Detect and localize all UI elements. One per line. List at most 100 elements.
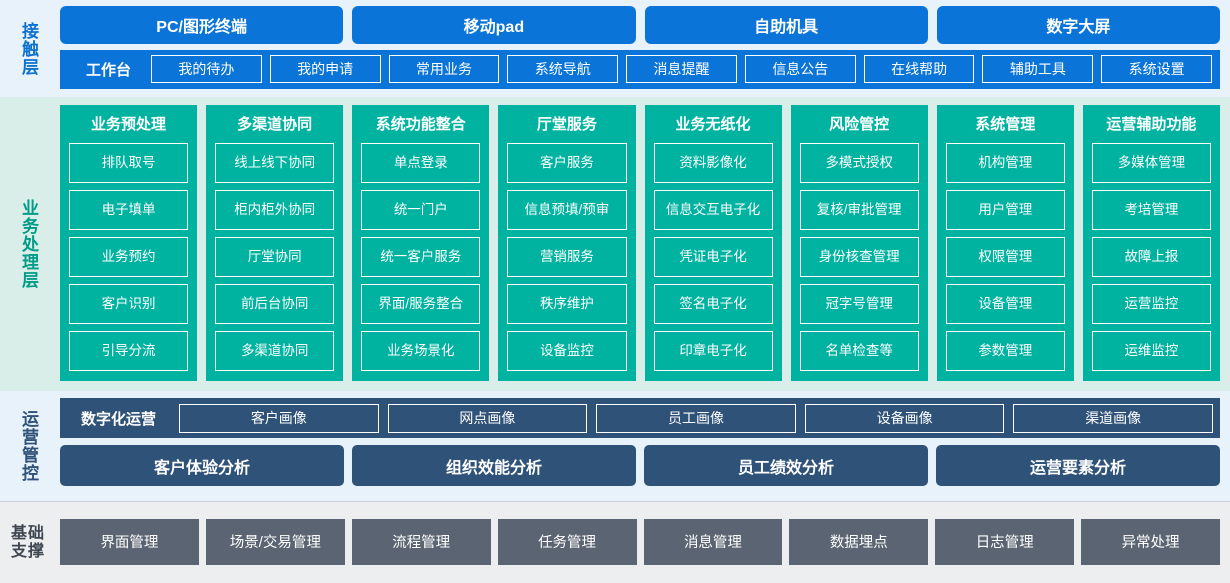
- biz-item-info-prefill-prereview[interactable]: 信息预填/预审: [507, 190, 627, 230]
- foundation-item-log-management[interactable]: 日志管理: [935, 518, 1075, 565]
- layer-label-operations-control: 运营管控: [19, 410, 39, 482]
- column-items: 排队取号 电子填单 业务预约 客户识别 引导分流: [69, 143, 189, 371]
- biz-item-business-scenarioization[interactable]: 业务场景化: [361, 331, 481, 371]
- workbench-item-common-business[interactable]: 常用业务: [388, 55, 500, 84]
- biz-item-serial-number-management[interactable]: 冠字号管理: [799, 284, 919, 324]
- workbench-item-auxiliary-tools[interactable]: 辅助工具: [982, 55, 1094, 84]
- business-column-operation-support: 运营辅助功能 多媒体管理 考培管理 故障上报 运营监控 运维监控: [1082, 105, 1220, 381]
- business-column-multichannel-collaboration: 多渠道协同 线上线下协同 柜内柜外协同 厅堂协同 前后台协同 多渠道协同: [206, 105, 344, 381]
- biz-item-organization-management[interactable]: 机构管理: [945, 143, 1065, 183]
- biz-item-queue-number[interactable]: 排队取号: [69, 143, 189, 183]
- column-title: 风险管控: [829, 116, 890, 133]
- biz-item-parameter-management[interactable]: 参数管理: [945, 331, 1065, 371]
- workbench-item-system-navigation[interactable]: 系统导航: [507, 55, 619, 84]
- biz-item-maintenance-monitoring[interactable]: 运维监控: [1091, 331, 1211, 371]
- column-items: 单点登录 统一门户 统一客户服务 界面/服务整合 业务场景化: [361, 143, 481, 371]
- biz-item-fault-reporting[interactable]: 故障上报: [1091, 237, 1211, 277]
- portrait-employee[interactable]: 员工画像: [596, 403, 796, 433]
- biz-item-guidance-diversion[interactable]: 引导分流: [69, 331, 189, 371]
- biz-item-equipment-monitoring[interactable]: 设备监控: [507, 331, 627, 371]
- biz-item-voucher-electronic[interactable]: 凭证电子化: [653, 237, 773, 277]
- biz-item-customer-service[interactable]: 客户服务: [507, 143, 627, 183]
- workbench-item-system-settings[interactable]: 系统设置: [1101, 55, 1213, 84]
- foundation-item-scenario-transaction-management[interactable]: 场景/交易管理: [205, 518, 345, 565]
- biz-item-training-management[interactable]: 考培管理: [1091, 190, 1211, 230]
- workbench-row: 工作台 我的待办 我的申请 常用业务 系统导航 消息提醒 信息公告 在线帮助 辅…: [60, 49, 1220, 89]
- biz-item-single-sign-on[interactable]: 单点登录: [361, 143, 481, 183]
- channel-digital-screen[interactable]: 数字大屏: [936, 6, 1220, 44]
- biz-item-device-management[interactable]: 设备管理: [945, 284, 1065, 324]
- portrait-customer[interactable]: 客户画像: [179, 403, 379, 433]
- column-items: 资料影像化 信息交互电子化 凭证电子化 签名电子化 印章电子化: [653, 143, 773, 371]
- column-title: 系统功能整合: [375, 116, 466, 133]
- foundation-label-line2: 支撑: [10, 542, 45, 560]
- layer-label-business-processing: 业务处理层: [19, 199, 39, 289]
- biz-item-multichannel-collab[interactable]: 多渠道协同: [215, 331, 335, 371]
- biz-item-inside-outside-counter-collab[interactable]: 柜内柜外协同: [215, 190, 335, 230]
- column-items: 多模式授权 复核/审批管理 身份核查管理 冠字号管理 名单检查等: [799, 143, 919, 371]
- portrait-channel[interactable]: 渠道画像: [1013, 403, 1213, 433]
- column-title: 多渠道协同: [237, 116, 313, 133]
- biz-item-unified-portal[interactable]: 统一门户: [361, 190, 481, 230]
- workbench-item-online-help[interactable]: 在线帮助: [863, 55, 975, 84]
- foundation-item-process-management[interactable]: 流程管理: [351, 518, 491, 565]
- channel-row: PC/图形终端 移动pad 自助机具 数字大屏: [60, 6, 1220, 44]
- biz-item-permission-management[interactable]: 权限管理: [945, 237, 1065, 277]
- biz-item-ui-service-integration[interactable]: 界面/服务整合: [361, 284, 481, 324]
- channel-pc[interactable]: PC/图形终端: [60, 6, 344, 44]
- analysis-row: 客户体验分析 组织效能分析 员工绩效分析 运营要素分析: [60, 445, 1220, 486]
- biz-item-info-exchange-electronic[interactable]: 信息交互电子化: [653, 190, 773, 230]
- column-items: 客户服务 信息预填/预审 营销服务 秩序维护 设备监控: [507, 143, 627, 371]
- analysis-operation-elements[interactable]: 运营要素分析: [936, 445, 1220, 486]
- business-columns: 业务预处理 排队取号 电子填单 业务预约 客户识别 引导分流 多渠道协同 线上线…: [60, 105, 1220, 381]
- biz-item-signature-electronic[interactable]: 签名电子化: [653, 284, 773, 324]
- biz-item-watchlist-check[interactable]: 名单检查等: [799, 331, 919, 371]
- foundation-item-exception-handling[interactable]: 异常处理: [1081, 518, 1220, 565]
- workbench-title: 工作台: [86, 61, 132, 79]
- biz-item-electronic-form[interactable]: 电子填单: [69, 190, 189, 230]
- layer-touch: 接触层 PC/图形终端 移动pad 自助机具 数字大屏 工作台 我的待办 我的申…: [0, 0, 1230, 97]
- biz-item-customer-identification[interactable]: 客户识别: [69, 284, 189, 324]
- biz-item-business-appointment[interactable]: 业务预约: [69, 237, 189, 277]
- analysis-employee-performance[interactable]: 员工绩效分析: [644, 445, 928, 486]
- portrait-branch[interactable]: 网点画像: [387, 403, 588, 433]
- touch-layer-body: PC/图形终端 移动pad 自助机具 数字大屏 工作台 我的待办 我的申请 常用…: [56, 0, 1230, 97]
- channel-self-service-machine[interactable]: 自助机具: [644, 6, 928, 44]
- foundation-item-data-tracking[interactable]: 数据埋点: [789, 518, 929, 565]
- biz-item-front-back-office-collab[interactable]: 前后台协同: [215, 284, 335, 324]
- column-title: 运营辅助功能: [1106, 116, 1197, 133]
- analysis-customer-experience[interactable]: 客户体验分析: [60, 445, 344, 486]
- layer-operations-control: 运营管控 数字化运营 客户画像 网点画像 员工画像 设备画像 渠道画像 客户体验…: [0, 391, 1230, 501]
- column-title: 业务无纸化: [675, 116, 751, 133]
- biz-item-multimode-authorization[interactable]: 多模式授权: [799, 143, 919, 183]
- biz-item-multimedia-management[interactable]: 多媒体管理: [1091, 143, 1211, 183]
- analysis-organizational-efficiency[interactable]: 组织效能分析: [352, 445, 636, 486]
- biz-item-review-approval-management[interactable]: 复核/审批管理: [799, 190, 919, 230]
- biz-item-marketing-service[interactable]: 营销服务: [507, 237, 627, 277]
- workbench-item-information-bulletin[interactable]: 信息公告: [744, 55, 856, 84]
- foundation-item-message-management[interactable]: 消息管理: [643, 518, 783, 565]
- business-column-system-management: 系统管理 机构管理 用户管理 权限管理 设备管理 参数管理: [936, 105, 1074, 381]
- foundation-item-ui-management[interactable]: 界面管理: [60, 518, 199, 565]
- biz-item-seal-electronic[interactable]: 印章电子化: [653, 331, 773, 371]
- foundation-layer-body: 界面管理 场景/交易管理 流程管理 任务管理 消息管理 数据埋点 日志管理 异常…: [56, 502, 1230, 583]
- foundation-item-task-management[interactable]: 任务管理: [497, 518, 637, 565]
- channel-mobile-pad[interactable]: 移动pad: [352, 6, 636, 44]
- workbench-item-my-todo[interactable]: 我的待办: [151, 55, 262, 84]
- biz-item-operation-monitoring[interactable]: 运营监控: [1091, 284, 1211, 324]
- biz-item-user-management[interactable]: 用户管理: [945, 190, 1065, 230]
- biz-item-document-imaging[interactable]: 资料影像化: [653, 143, 773, 183]
- business-column-system-function-integration: 系统功能整合 单点登录 统一门户 统一客户服务 界面/服务整合 业务场景化: [352, 105, 490, 381]
- workbench-item-my-application[interactable]: 我的申请: [269, 55, 381, 84]
- biz-item-order-maintenance[interactable]: 秩序维护: [507, 284, 627, 324]
- workbench-item-message-reminder[interactable]: 消息提醒: [626, 55, 737, 84]
- portrait-device[interactable]: 设备画像: [804, 403, 1005, 433]
- foundation-label-line1: 基础: [10, 524, 45, 542]
- business-column-preprocessing: 业务预处理 排队取号 电子填单 业务预约 客户识别 引导分流: [60, 105, 198, 381]
- biz-item-lobby-collab[interactable]: 厅堂协同: [215, 237, 335, 277]
- column-items: 线上线下协同 柜内柜外协同 厅堂协同 前后台协同 多渠道协同: [215, 143, 335, 371]
- column-title: 系统管理: [975, 116, 1036, 133]
- biz-item-online-offline-collab[interactable]: 线上线下协同: [215, 143, 335, 183]
- biz-item-identity-verification-management[interactable]: 身份核查管理: [799, 237, 919, 277]
- biz-item-unified-customer-service[interactable]: 统一客户服务: [361, 237, 481, 277]
